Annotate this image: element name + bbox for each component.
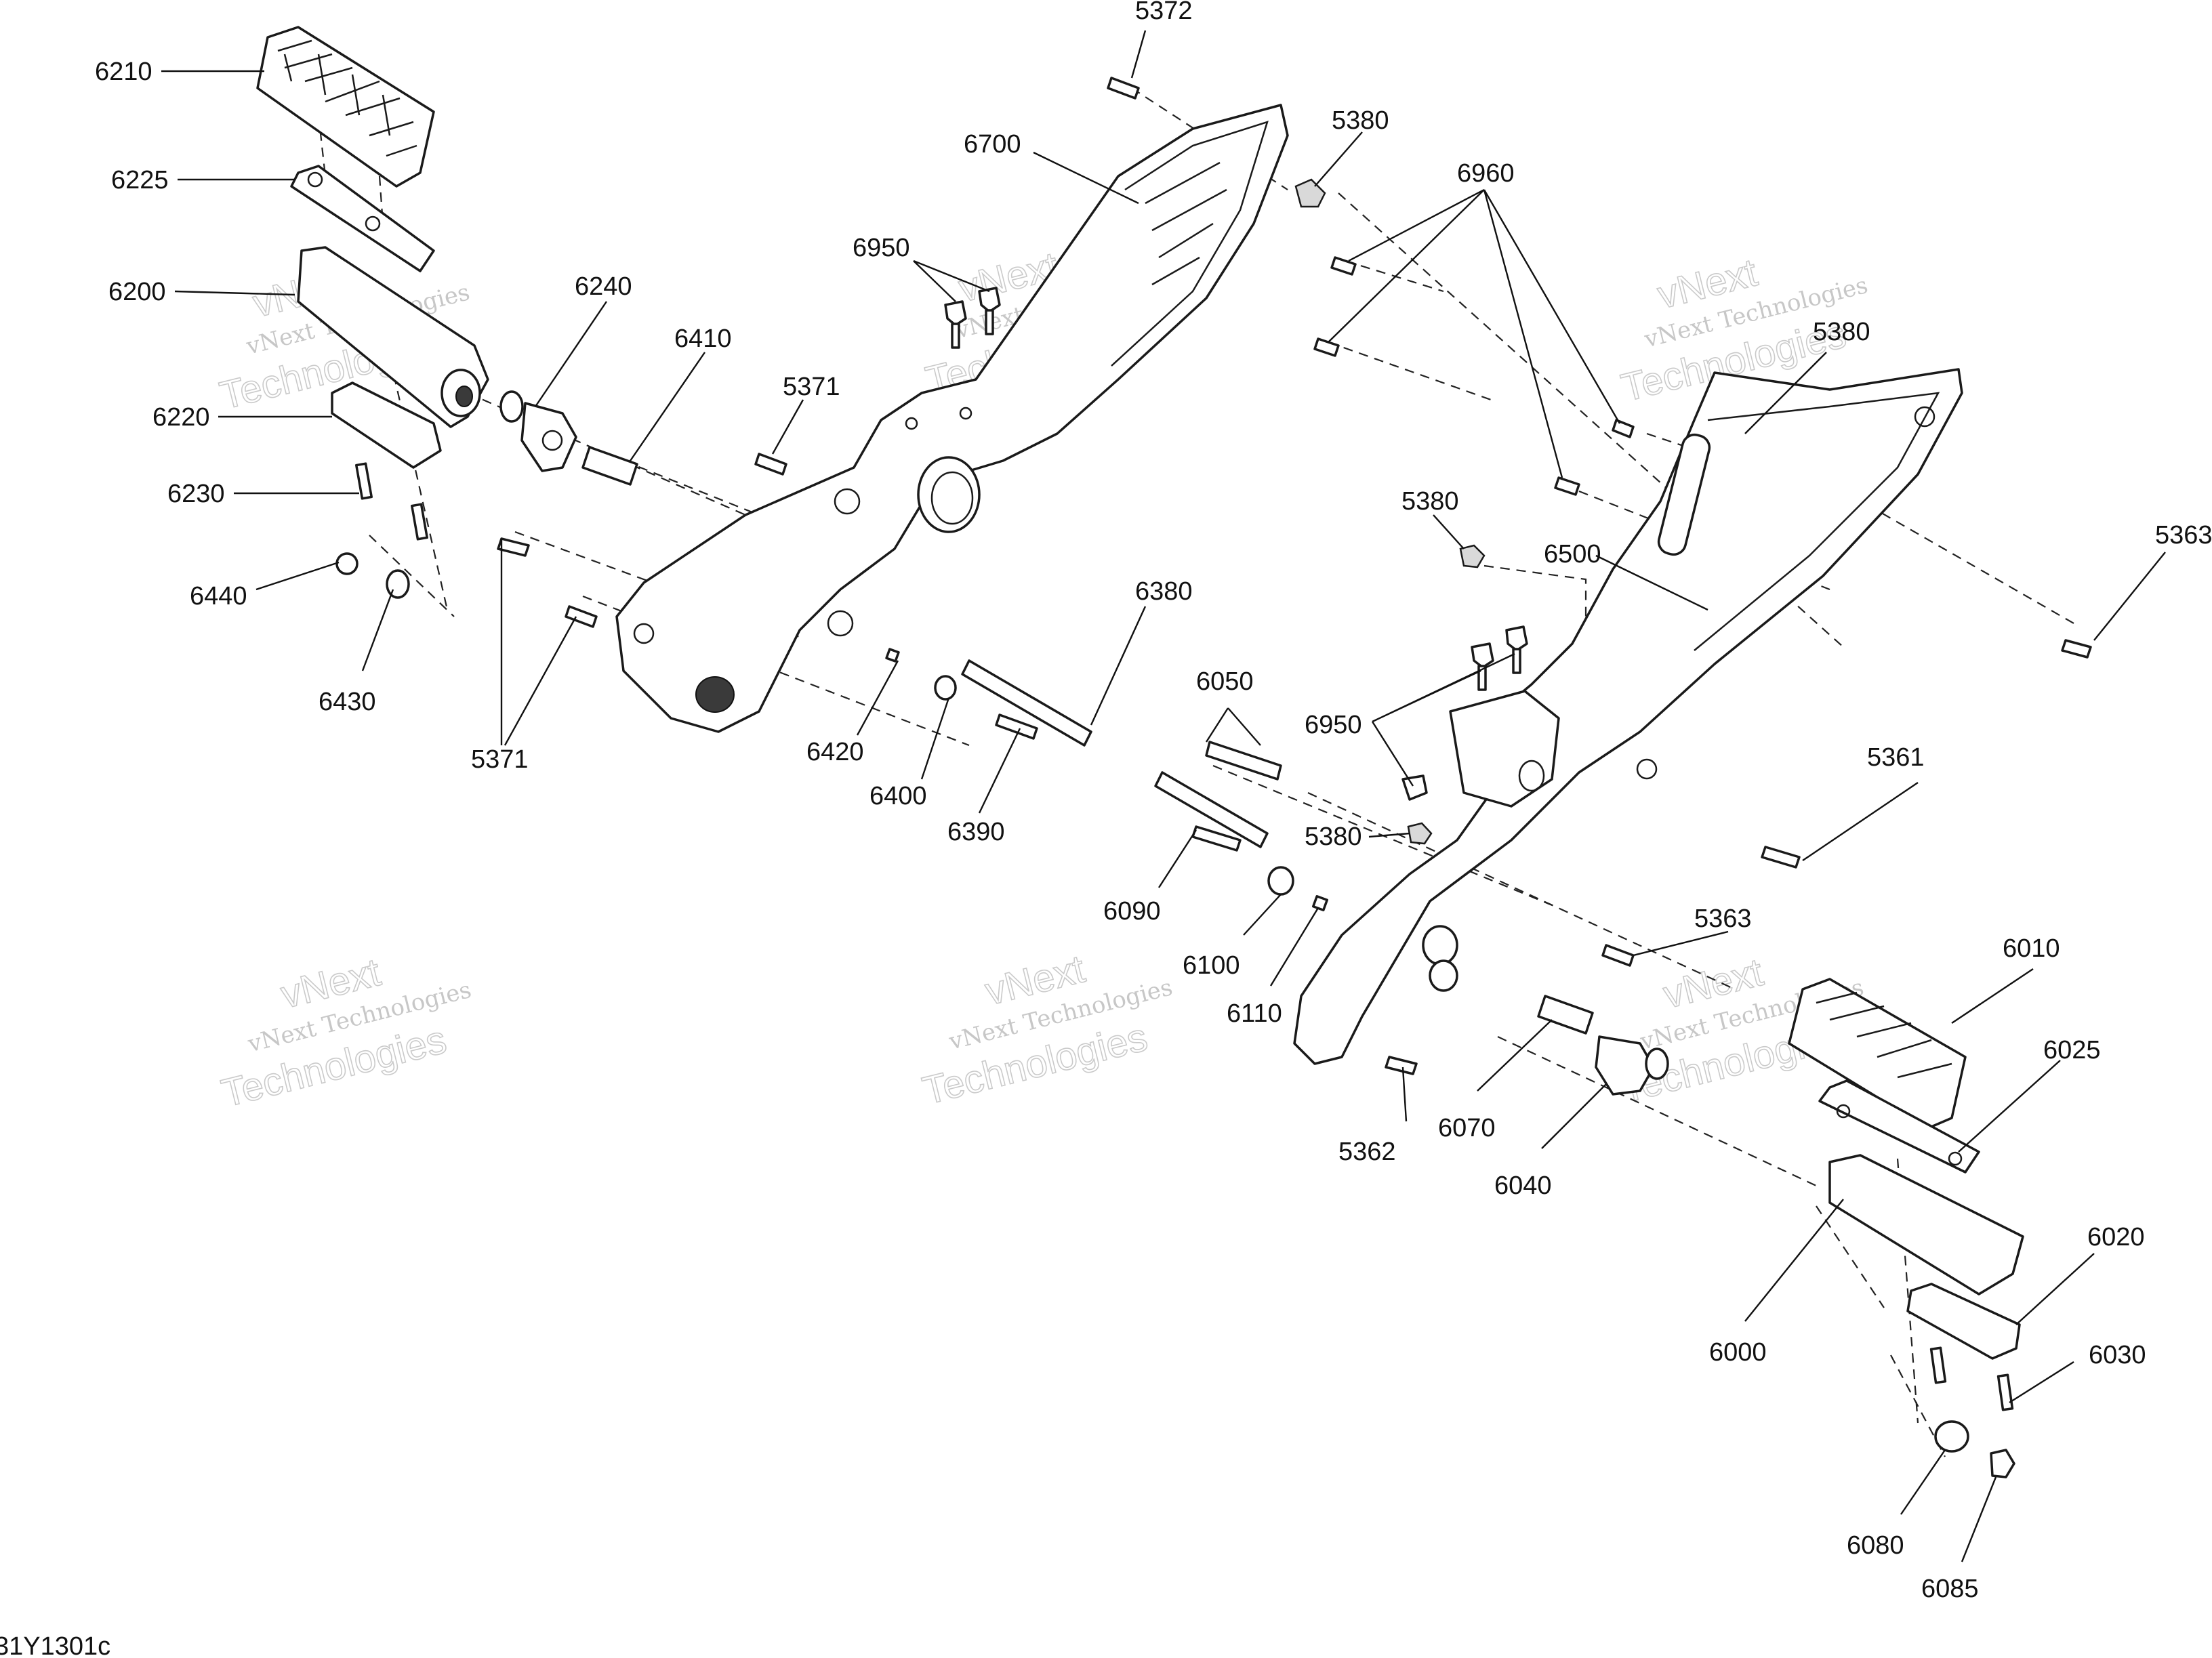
pins-left	[885, 648, 1092, 747]
callout-6000: 6000	[1709, 1338, 1767, 1367]
callout-6950: 6950	[1305, 711, 1362, 739]
pad-left	[331, 381, 442, 469]
nut-5380-low	[1407, 822, 1433, 845]
callout-5380: 5380	[1813, 318, 1870, 346]
diagram-id: 31Y1301c	[0, 1632, 110, 1658]
bracket-left-6700	[615, 104, 1289, 733]
callout-6220: 6220	[152, 403, 210, 432]
watermark-bottom-center: vNext vNext Technologies Technologies	[918, 946, 1175, 1113]
footpeg-base-right	[1828, 1154, 2024, 1296]
nut-6440	[335, 552, 359, 575]
callout-6225: 6225	[111, 166, 169, 194]
callout-5363: 5363	[2155, 521, 2212, 550]
sleeve-6410	[581, 446, 638, 486]
leader-lines	[161, 30, 2166, 1562]
bolts-6960	[1313, 256, 1635, 496]
callout-6085: 6085	[1921, 1575, 1979, 1603]
callout-6440: 6440	[190, 582, 247, 610]
footpeg-base-left	[297, 246, 489, 428]
callout-6110: 6110	[1227, 999, 1282, 1028]
callout-5362: 5362	[1338, 1138, 1396, 1166]
callout-5380: 5380	[1401, 487, 1459, 516]
washer-6080	[1934, 1420, 1969, 1453]
callout-6200: 6200	[108, 278, 166, 306]
callout-5380: 5380	[1332, 106, 1389, 135]
screws-6230	[355, 462, 428, 541]
callout-6030: 6030	[2089, 1341, 2146, 1369]
bolts-6950-left	[944, 287, 1001, 349]
callout-6025: 6025	[2043, 1036, 2101, 1064]
sleeve-6070	[1537, 995, 1594, 1035]
screws-6030	[1929, 1346, 2014, 1411]
callout-6380: 6380	[1135, 577, 1193, 606]
watermark-top-right: vNext vNext Technologies Technologies	[1616, 250, 1870, 411]
footpeg-rubber-left	[256, 26, 435, 188]
screw-5372	[1107, 77, 1140, 100]
callout-5371: 5371	[783, 373, 840, 401]
callout-6700: 6700	[964, 130, 1021, 159]
callout-6230: 6230	[167, 480, 225, 508]
callout-6500: 6500	[1544, 540, 1601, 568]
callout-labels: 6210 6225 6200 6240 6410 6220 6230 6440 …	[95, 0, 2212, 1603]
callout-6410: 6410	[674, 325, 732, 353]
bushing-6240	[499, 390, 577, 472]
callout-5363: 5363	[1694, 905, 1752, 933]
callout-6390: 6390	[947, 818, 1005, 846]
callout-5380: 5380	[1305, 823, 1362, 851]
callout-6950: 6950	[853, 234, 910, 262]
bushing-6040	[1595, 1035, 1669, 1096]
bolts-6950-right	[1401, 625, 1528, 801]
washer-6430	[386, 569, 410, 599]
callout-6010: 6010	[2003, 934, 2060, 963]
nut-5380-top	[1294, 178, 1326, 208]
callout-6050: 6050	[1196, 667, 1254, 696]
callout-6080: 6080	[1847, 1531, 1904, 1560]
callout-5372: 5372	[1135, 0, 1193, 25]
callout-5371: 5371	[471, 745, 529, 774]
plate-left	[290, 165, 435, 272]
screws-536x	[1385, 639, 2092, 1075]
watermark-bottom-left: vNext vNext Technologies Technologies	[217, 949, 474, 1116]
callout-6400: 6400	[869, 782, 927, 810]
callout-5361: 5361	[1867, 743, 1925, 772]
plate-right	[1818, 1079, 1980, 1174]
screws-5371	[497, 453, 787, 628]
callout-6020: 6020	[2087, 1223, 2145, 1251]
callout-6420: 6420	[806, 738, 864, 766]
callout-6960: 6960	[1457, 159, 1515, 188]
nut-5380-mid	[1459, 544, 1486, 568]
pins-right	[1154, 741, 1329, 912]
callout-6040: 6040	[1494, 1172, 1552, 1200]
pad-right	[1906, 1283, 2021, 1360]
bracket-right-6500	[1293, 368, 1963, 1065]
callout-6070: 6070	[1438, 1114, 1496, 1142]
callout-6090: 6090	[1103, 897, 1161, 926]
footpeg-rubber-right	[1788, 978, 1967, 1129]
callout-6210: 6210	[95, 58, 152, 86]
nut-6085	[1990, 1449, 2015, 1478]
callout-6100: 6100	[1183, 951, 1240, 980]
callout-6240: 6240	[575, 272, 632, 301]
callout-6430: 6430	[319, 688, 376, 716]
